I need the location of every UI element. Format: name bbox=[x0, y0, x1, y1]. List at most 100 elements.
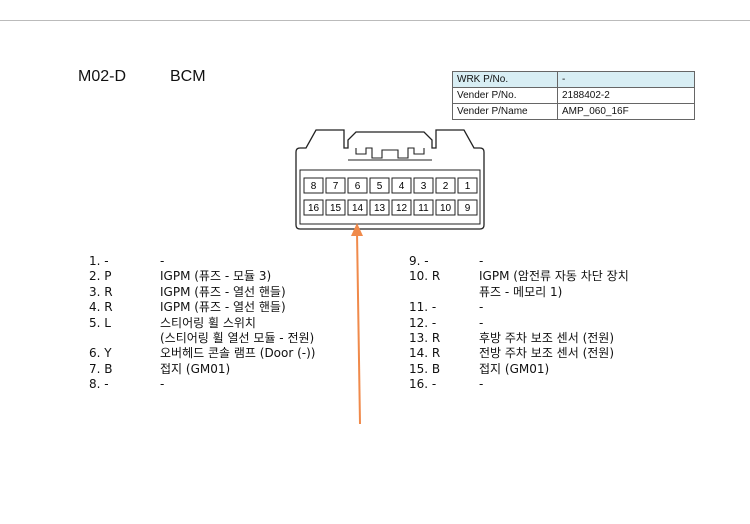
pin-description: 오버헤드 콘솔 램프 (Door (-)) bbox=[160, 346, 316, 361]
pin-description: - bbox=[479, 254, 484, 268]
pin-cell bbox=[391, 199, 412, 216]
pin-cell bbox=[435, 199, 456, 216]
pin-number: 4. R bbox=[89, 300, 113, 315]
pin-entry: 퓨즈 - 메모리 1) bbox=[409, 285, 729, 300]
pin-cell bbox=[347, 199, 368, 216]
pin-number: 8. - bbox=[89, 377, 109, 392]
pin-number: 11. - bbox=[409, 300, 437, 315]
pin-description: - bbox=[479, 300, 484, 315]
pin-description: - bbox=[479, 315, 484, 330]
pin-cell-label: 4 bbox=[399, 181, 405, 192]
pin-number: 7. B bbox=[89, 361, 113, 376]
module-name: BCM bbox=[170, 68, 206, 85]
pin-cell-label: 3 bbox=[421, 181, 427, 192]
pin-entry: 9. - - bbox=[409, 254, 729, 269]
pin-entry: 16. - - bbox=[409, 377, 729, 392]
pin-number: 5. L bbox=[89, 315, 111, 330]
pin-number: 12. - bbox=[409, 315, 437, 330]
pin-cell-label: 16 bbox=[308, 203, 320, 214]
pin-entry: (스티어링 휠 열선 모듈 - 전원) bbox=[89, 331, 389, 346]
pin-description: 접지 (GM01) bbox=[479, 361, 550, 376]
pointer-arrow-head bbox=[351, 223, 363, 236]
pin-description: 퓨즈 - 메모리 1) bbox=[479, 284, 563, 299]
pin-cell bbox=[391, 177, 412, 194]
pin-description: 스티어링 휠 스위치 bbox=[160, 315, 256, 330]
connector-code: M02-D bbox=[78, 68, 127, 85]
pin-number: 9. - bbox=[409, 254, 429, 268]
pin-entry: 10. R IGPM (암전류 자동 차단 장치 bbox=[409, 269, 729, 284]
pin-number: 3. R bbox=[89, 284, 113, 299]
pin-cell-label: 11 bbox=[418, 203, 429, 214]
connector-latch bbox=[355, 147, 425, 159]
pin-entry: 12. - - bbox=[409, 316, 729, 331]
pin-cell-label: 8 bbox=[311, 181, 317, 192]
pin-cell-label: 12 bbox=[396, 203, 408, 214]
pin-cell bbox=[457, 177, 478, 194]
pin-cell-label: 14 bbox=[352, 203, 364, 214]
pin-cell-label: 9 bbox=[465, 203, 471, 214]
pin-description: IGPM (암전류 자동 차단 장치 bbox=[479, 269, 629, 284]
pin-cell-label: 2 bbox=[443, 181, 449, 192]
pin-cell bbox=[369, 177, 390, 194]
pin-description: (스티어링 휠 열선 모듈 - 전원) bbox=[160, 330, 315, 345]
pin-entry: 7. B 접지 (GM01) bbox=[89, 362, 389, 377]
pin-description: 후방 주차 보조 센서 (전원) bbox=[479, 330, 615, 345]
pin-cell bbox=[413, 177, 434, 194]
pin-entry: 2. P IGPM (퓨즈 - 모듈 3) bbox=[89, 269, 389, 284]
pin-description: - bbox=[160, 377, 165, 392]
pin-cell bbox=[347, 177, 368, 194]
pin-number: 13. R bbox=[409, 330, 441, 345]
pin-cell bbox=[325, 199, 346, 216]
pin-cell-label: 10 bbox=[440, 203, 452, 214]
pin-cell-label: 6 bbox=[355, 181, 361, 192]
pin-list-left: 1. - - 2. P IGPM (퓨즈 - 모듈 3) 3. R IGPM (퓨즈 - … bbox=[89, 254, 389, 393]
pin-entry: 6. Y 오버헤드 콘솔 램프 (Door (-)) bbox=[89, 346, 389, 361]
pin-number: 14. R bbox=[409, 346, 441, 361]
pin-cell bbox=[303, 177, 324, 194]
pin-cell-label: 15 bbox=[330, 203, 342, 214]
pin-entry: 11. - - bbox=[409, 300, 729, 315]
pin-description: - bbox=[479, 377, 484, 392]
pin-description: IGPM (퓨즈 - 열선 핸들) bbox=[160, 300, 286, 315]
part-info-table: WRK P/No. - Vender P/No. 2188402-2 Vende… bbox=[452, 71, 695, 120]
connector-inner-frame bbox=[299, 169, 481, 225]
pin-cell bbox=[457, 199, 478, 216]
pin-number: 16. - bbox=[409, 377, 437, 392]
pin-description: - bbox=[160, 254, 165, 268]
info-label: Vender P/Name bbox=[452, 103, 558, 120]
pin-entry: 13. R 후방 주차 보조 센서 (전원) bbox=[409, 331, 729, 346]
pin-description: 전방 주차 보조 센서 (전원) bbox=[479, 346, 615, 361]
pin-number: 15. B bbox=[409, 361, 441, 376]
pin-cell bbox=[435, 177, 456, 194]
pin-number: 2. P bbox=[89, 269, 112, 284]
pin-cell bbox=[369, 199, 390, 216]
pin-cell-label: 7 bbox=[333, 181, 339, 192]
pin-entry: 14. R 전방 주차 보조 센서 (전원) bbox=[409, 346, 729, 361]
info-value: AMP_060_16F bbox=[557, 103, 695, 120]
info-row-vender-pno: Vender P/No. 2188402-2 bbox=[452, 87, 695, 104]
pin-description: 접지 (GM01) bbox=[160, 361, 231, 376]
pin-cell bbox=[413, 199, 434, 216]
pointer-arrow-shaft bbox=[356, 231, 361, 425]
pin-entry: 8. - - bbox=[89, 377, 389, 392]
pin-entry: 5. L 스티어링 휠 스위치 bbox=[89, 316, 389, 331]
pin-cell-label: 5 bbox=[377, 181, 383, 192]
pin-cell bbox=[303, 199, 324, 216]
pin-number: 6. Y bbox=[89, 346, 112, 361]
pin-number: 10. R bbox=[409, 269, 441, 284]
connector-housing bbox=[295, 129, 485, 230]
pin-entry: 3. R IGPM (퓨즈 - 열선 핸들) bbox=[89, 285, 389, 300]
pin-number: 1. - bbox=[89, 254, 109, 268]
pin-cell-label: 1 bbox=[465, 181, 471, 192]
top-divider-line bbox=[0, 20, 750, 21]
pin-entry: 1. - - bbox=[89, 254, 389, 269]
pin-description: IGPM (퓨즈 - 열선 핸들) bbox=[160, 284, 286, 299]
pin-description: IGPM (퓨즈 - 모듈 3) bbox=[160, 269, 272, 284]
pin-entry: 4. R IGPM (퓨즈 - 열선 핸들) bbox=[89, 300, 389, 315]
pin-entry: 15. B 접지 (GM01) bbox=[409, 362, 729, 377]
info-row-vender-pname: Vender P/Name AMP_060_16F bbox=[452, 103, 695, 120]
pin-cell bbox=[325, 177, 346, 194]
pin-cell-label: 13 bbox=[374, 203, 386, 214]
